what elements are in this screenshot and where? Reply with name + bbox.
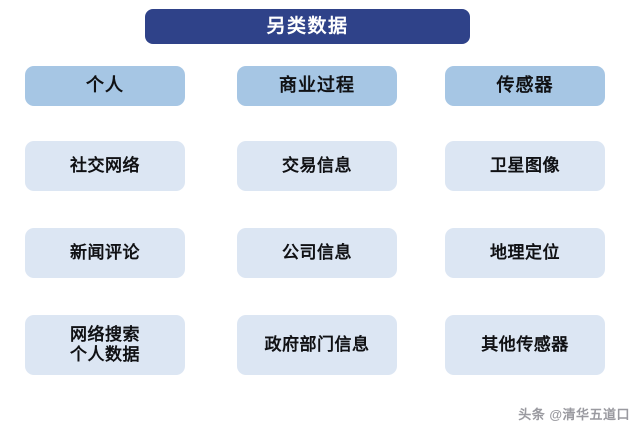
category-item-sensor-3[interactable]: 其他传感器: [445, 315, 605, 375]
category-header-business-process[interactable]: 商业过程: [237, 66, 397, 106]
category-item-business-process-3[interactable]: 政府部门信息: [237, 315, 397, 375]
category-header-sensor[interactable]: 传感器: [445, 66, 605, 106]
category-header-personal[interactable]: 个人: [25, 66, 185, 106]
category-item-label: 公司信息: [282, 242, 352, 262]
category-item-sensor-2[interactable]: 地理定位: [445, 228, 605, 278]
category-header-label: 个人: [86, 75, 124, 96]
category-header-label: 传感器: [496, 75, 554, 96]
diagram-title-banner: 另类数据: [145, 9, 470, 44]
category-item-label: 其他传感器: [481, 334, 569, 354]
category-item-business-process-1[interactable]: 交易信息: [237, 141, 397, 191]
category-item-label: 交易信息: [282, 155, 352, 175]
category-item-personal-1[interactable]: 社交网络: [25, 141, 185, 191]
category-item-personal-3[interactable]: 网络搜索 个人数据: [25, 315, 185, 375]
watermark-text: 头条 @清华五道口: [518, 407, 630, 422]
category-item-personal-2[interactable]: 新闻评论: [25, 228, 185, 278]
category-item-sensor-1[interactable]: 卫星图像: [445, 141, 605, 191]
category-item-label: 政府部门信息: [264, 334, 370, 354]
category-item-label: 网络搜索 个人数据: [70, 324, 140, 364]
category-columns: 个人 社交网络 新闻评论 网络搜索 个人数据 商业过程 交易信息 公司信息: [0, 58, 640, 388]
category-item-label: 社交网络: [70, 155, 140, 175]
category-item-label: 地理定位: [490, 242, 560, 262]
category-item-label: 新闻评论: [70, 242, 140, 262]
diagram-title-text: 另类数据: [266, 16, 349, 37]
category-item-label: 卫星图像: [490, 155, 560, 175]
category-item-business-process-2[interactable]: 公司信息: [237, 228, 397, 278]
category-header-label: 商业过程: [279, 75, 355, 96]
